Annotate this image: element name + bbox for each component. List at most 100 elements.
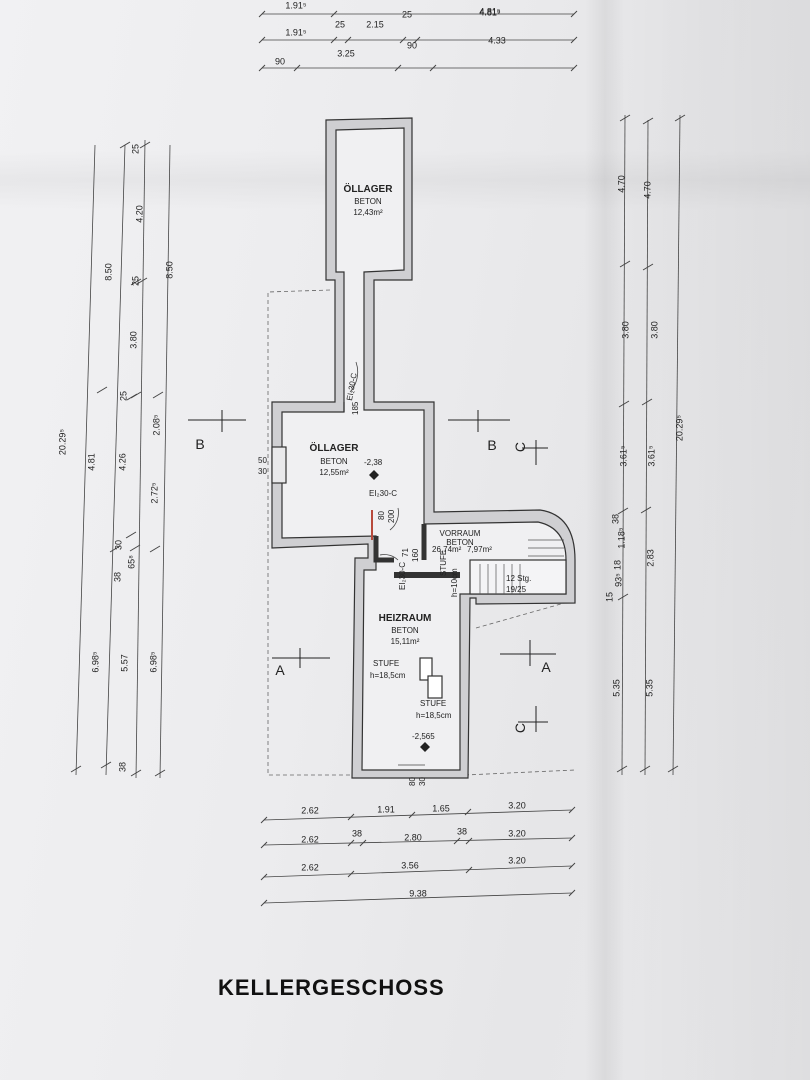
dim-bottom-1d: 3.20 xyxy=(508,800,526,811)
room-area-oellager-mid: 12,55m² xyxy=(319,468,349,477)
bottom-dimension-ticks xyxy=(260,806,576,907)
room-material-heizraum: BETON xyxy=(391,626,419,635)
dim-right-361a: 3.61⁵ xyxy=(618,445,629,467)
room-name-vorraum: VORRAUM xyxy=(439,529,481,538)
room-area-vorraum: 26,74m² xyxy=(432,545,462,554)
step-height-2: h=18,5cm xyxy=(416,711,452,720)
dim-right-118: 1.18⁵ xyxy=(616,527,627,549)
room-material-oellager-mid: BETON xyxy=(320,457,348,466)
dim-niche-30: 30 xyxy=(258,467,267,476)
dim-door-71: 71 xyxy=(401,548,410,557)
dim-left-557: 5.57 xyxy=(119,654,130,672)
section-letter-c-bottom: C xyxy=(512,722,528,734)
level-heizraum: -2,565 xyxy=(412,732,435,741)
right-dimension-ticks xyxy=(616,114,686,773)
dim-door-200: 200 xyxy=(387,509,396,523)
section-markers xyxy=(188,410,556,732)
dim-left-25c: 25 xyxy=(130,143,141,155)
top-dimension-ticks xyxy=(258,10,578,72)
dim-left-658: 65⁸ xyxy=(126,555,137,569)
room-area-heizraum: 15,11m² xyxy=(390,637,420,646)
dim-left-25a: 25 xyxy=(130,275,141,287)
dim-right-38: 38 xyxy=(610,513,621,525)
dim-left-38b: 38 xyxy=(117,761,128,773)
room-name-oellager-top: ÖLLAGER xyxy=(343,184,393,195)
step-label-1: STUFE xyxy=(373,659,400,668)
dim-top-1a: 1.91⁵ xyxy=(285,0,307,11)
dim-right-361b: 3.61⁵ xyxy=(646,445,657,467)
section-letter-a-right: A xyxy=(541,659,551,675)
room-name-oellager-mid: ÖLLAGER xyxy=(309,443,359,454)
section-letter-a-left: A xyxy=(275,662,285,678)
dim-top-3c: 90 xyxy=(406,40,418,51)
dim-left-426: 4.26 xyxy=(117,453,128,471)
dim-left-698b: 6.98⁵ xyxy=(148,651,159,673)
dashed-outline xyxy=(267,289,576,776)
dim-right-total: 20.29⁵ xyxy=(674,414,685,442)
dim-left-698a: 6.98⁵ xyxy=(90,651,101,673)
dim-right-535a: 5.35 xyxy=(611,679,622,697)
step-height-vorraum: h=10cm xyxy=(450,568,459,597)
dim-top-2d: 25 xyxy=(401,9,413,20)
dim-top-3d: 4.33 xyxy=(488,35,506,46)
dim-door-185: 185 xyxy=(351,401,360,415)
left-dimension-ticks xyxy=(70,141,166,777)
dim-door-80: 80 xyxy=(377,511,386,520)
building-walls xyxy=(271,117,576,779)
room-area-oellager-top: 12,43m² xyxy=(353,208,383,217)
dim-bottom-1a: 2.62 xyxy=(301,805,319,816)
room-name-heizraum: HEIZRAUM xyxy=(378,613,432,624)
dim-right-470a: 4.70 xyxy=(616,175,627,193)
dim-bottom-3b: 3.56 xyxy=(401,860,419,871)
dim-right-470b: 4.70 xyxy=(642,181,653,199)
left-dimension-lines xyxy=(75,139,171,779)
dim-right-283: 2.83 xyxy=(645,549,656,567)
page-title: KELLERGESCHOSS xyxy=(218,975,445,1000)
dim-left-25b: 25 xyxy=(118,390,129,402)
dim-bottom-30: 30 xyxy=(418,777,427,786)
dim-right-15: 15 xyxy=(604,591,615,603)
room-material-vorraum: BETON xyxy=(446,538,474,547)
dim-bottom-2d: 38 xyxy=(456,826,468,837)
section-letter-c-top: C xyxy=(512,441,528,453)
dim-left-420: 4.20 xyxy=(134,205,145,223)
dim-left-38a: 38 xyxy=(112,571,123,583)
dim-right-380b: 3.80 xyxy=(649,321,660,339)
dim-top-1b: 4.81⁵ xyxy=(479,6,501,17)
dim-bottom-4: 9.38 xyxy=(409,888,427,899)
dim-left-850a: 8.50 xyxy=(103,263,114,281)
room-area2-vorraum: 7,97m² xyxy=(467,545,492,554)
dim-bottom-2a: 2.62 xyxy=(301,834,319,845)
dim-top-2c: 2.15 xyxy=(366,19,384,30)
section-letter-b-right: B xyxy=(487,437,497,453)
dim-left-850b: 8.50 xyxy=(164,261,175,279)
dim-left-272: 2.72⁵ xyxy=(149,482,160,504)
dim-bottom-80: 80 xyxy=(408,777,417,786)
dim-right-18: 18 xyxy=(612,559,623,571)
dim-bottom-2b: 38 xyxy=(351,828,363,839)
level-markers xyxy=(369,470,430,752)
bottom-dimension-lines xyxy=(263,809,573,904)
dim-niche-50: 50 xyxy=(258,456,267,465)
dim-left-30: 30 xyxy=(113,539,124,551)
dim-top-2a: 1.91⁵ xyxy=(285,27,307,38)
dim-right-535b: 5.35 xyxy=(644,679,655,697)
dim-left-380: 3.80 xyxy=(128,331,139,349)
dim-left-208: 2.08⁵ xyxy=(151,414,162,436)
dim-left-total: 20.29⁵ xyxy=(57,428,68,456)
stair-ratio: 19/25 xyxy=(506,585,527,594)
dim-bottom-3a: 2.62 xyxy=(301,862,319,873)
dim-top-2b: 25 xyxy=(334,19,346,30)
dim-bottom-3c: 3.20 xyxy=(508,855,526,866)
stair-count: 12 Stg. xyxy=(506,574,532,583)
dim-top-2e: 4.81⁵ xyxy=(479,7,501,18)
step-label-2: STUFE xyxy=(420,699,447,708)
dim-bottom-1c: 1.65 xyxy=(432,803,450,814)
right-dimension-lines xyxy=(621,114,681,776)
dim-bottom-2c: 2.80 xyxy=(404,832,422,843)
section-letter-b-left: B xyxy=(195,436,205,452)
top-dimension-lines xyxy=(262,13,574,69)
dim-top-3a: 90 xyxy=(274,56,286,67)
step-height-1: h=18,5cm xyxy=(370,671,406,680)
